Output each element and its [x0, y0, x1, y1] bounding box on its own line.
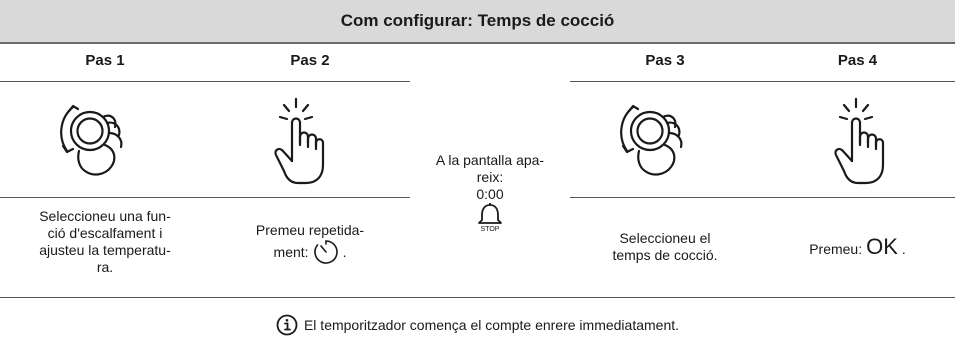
tap-finger-icon: [800, 90, 920, 190]
timer-icon: [313, 239, 339, 265]
page-title: Com configurar: Temps de cocció: [0, 0, 955, 44]
step-2-text-line2: ment:: [273, 243, 309, 260]
divider-line: [570, 197, 955, 198]
step-1-label: Pas 1: [85, 52, 125, 69]
step-2-text-line1: Premeu repetida-: [255, 222, 365, 238]
footer-note: El temporitzador comença el compte enrer…: [0, 314, 955, 336]
ok-symbol: OK: [866, 234, 898, 259]
step-1-text: Seleccioneu una fun- ció d'escalfament i…: [39, 208, 171, 275]
step-4-text-prefix: Premeu:: [809, 241, 863, 257]
step-2-text: Premeu repetida- ment: .: [210, 222, 410, 265]
divider-line: [570, 81, 955, 82]
step-4-text-end: .: [901, 241, 906, 257]
rotary-knob-icon: [40, 90, 160, 190]
step-2-label: Pas 2: [290, 52, 330, 69]
rotary-knob-icon: [600, 90, 720, 190]
tap-finger-icon: [240, 90, 360, 190]
step-4-text: Premeu: OK .: [760, 236, 955, 258]
bell-stop-icon: STOP: [474, 202, 506, 236]
step-3-text: Seleccioneu el temps de cocció.: [612, 230, 718, 263]
divider-line: [0, 81, 410, 82]
step-2-text-end: .: [342, 243, 347, 260]
divider-line: [0, 197, 410, 198]
step-3-label: Pas 3: [645, 52, 685, 69]
stop-label: STOP: [480, 226, 500, 233]
divider-line: [0, 297, 955, 298]
footer-text: El temporitzador comença el compte enrer…: [303, 317, 680, 333]
display-message: A la pantalla apa- reix: 0:00: [435, 152, 545, 202]
step-4-label: Pas 4: [837, 52, 878, 69]
info-icon: [276, 314, 298, 336]
